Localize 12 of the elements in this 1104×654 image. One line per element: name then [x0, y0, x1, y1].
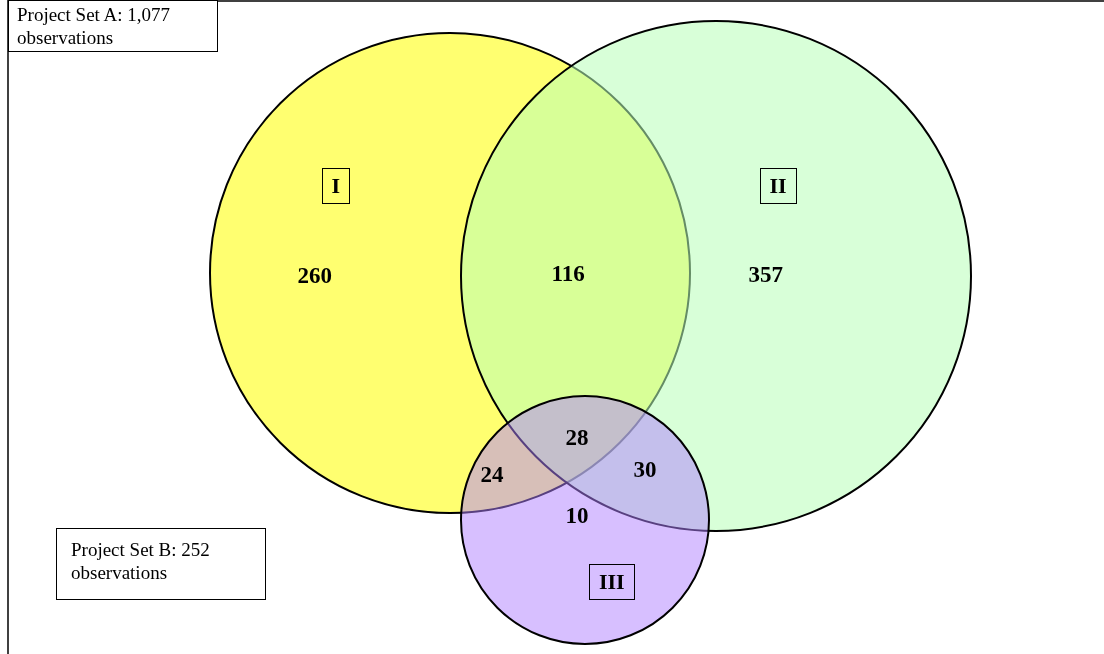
- note-box: Project Set B: 252 observations: [56, 528, 266, 600]
- set-label: III: [589, 564, 635, 600]
- region-count: 10: [565, 503, 589, 527]
- region-count: 260: [297, 263, 332, 287]
- region-count: 116: [551, 261, 585, 285]
- region-count: 24: [480, 462, 504, 486]
- note-box: Project Set A: 1,077 observations: [8, 0, 218, 52]
- region-count: 28: [565, 425, 589, 449]
- region-count: 357: [748, 262, 783, 286]
- set-label: II: [759, 168, 797, 204]
- region-count: 30: [633, 457, 657, 481]
- set-label: I: [321, 168, 351, 204]
